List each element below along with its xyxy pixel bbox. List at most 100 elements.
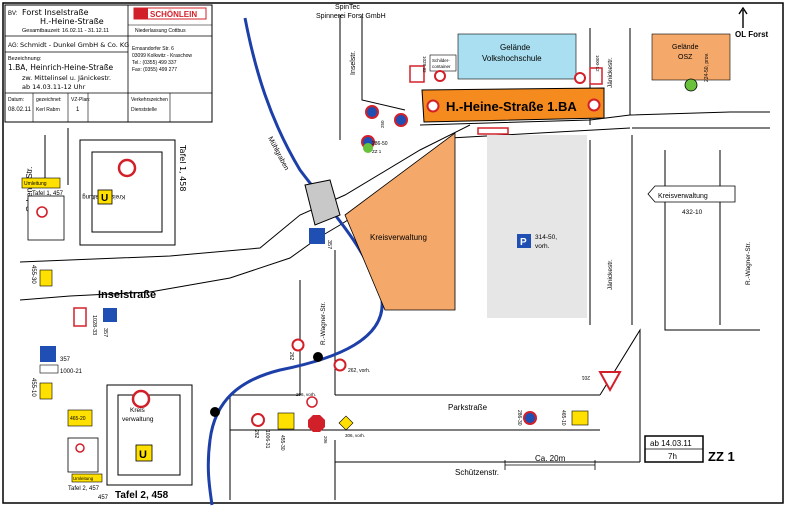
tafel2-u-box	[135, 444, 153, 462]
schilder-container-label-1: Schilder-	[432, 58, 450, 63]
spintec-label: SpinTec	[335, 4, 360, 11]
noparking-1-icon	[291, 338, 305, 352]
parking-area	[487, 135, 587, 318]
num-306-vorh: 306, vorh.	[345, 433, 365, 438]
tafel2-sign: Kreis verwaltung U Tafel 2, 458	[106, 384, 193, 501]
heine-green-marker	[363, 143, 373, 153]
addr-line-2: 03099 Kolkwitz - Kraschow	[132, 53, 192, 59]
right-block-edge	[664, 150, 760, 331]
num-286-30: 286-30	[516, 410, 522, 426]
num-206-vorh: 206, vorh.	[296, 392, 316, 397]
num-250: 250	[380, 120, 385, 128]
gubener-str-label: Gubener Str.	[25, 167, 34, 212]
osz-sign-number: 224-50, prov.	[704, 53, 710, 82]
heine-south-edge	[449, 127, 631, 139]
deadend-sign-2-icon	[40, 346, 56, 362]
num-357-bridge: 357	[326, 240, 332, 249]
inselstr-north-edge	[19, 124, 471, 263]
vhs-area	[457, 33, 577, 80]
num-1028-32: 1028-32	[422, 56, 427, 73]
vhs-label-2: Volkshochschule	[482, 54, 542, 63]
tafel2-457-label: Tafel 2, 457	[68, 486, 100, 492]
inselstrasse-label: Inselstraße	[98, 289, 156, 301]
bez-line-2: zw. Mittelinsel u. Jänickestr.	[22, 74, 111, 82]
tafel1-458-label: Tafel 1, 458	[178, 144, 187, 191]
wagner-link	[629, 111, 770, 116]
heine-banner	[421, 87, 605, 123]
gez-value: Kerl Rabrn	[36, 107, 60, 113]
num-455-30b: 455-30	[279, 435, 285, 451]
vz-value: Dienststelle	[131, 107, 157, 113]
ag-value: Schmidt - Dunkel GmbH & Co. KG	[20, 41, 129, 49]
title-block: BV: Forst Inselstraße H.-Heine-Straße Ge…	[4, 4, 213, 123]
num-286-50: 286-50	[372, 141, 388, 147]
yield-sign-icon	[306, 396, 318, 408]
tafel1-u: U	[101, 193, 108, 204]
kv-road-sign-text: Kreisverwaltung	[658, 193, 708, 200]
parking-icon	[517, 234, 531, 248]
zz1-date: ab 14.03.11	[650, 439, 692, 448]
tafel1-457-label: Tafel 1, 457	[32, 191, 64, 197]
schuetzenstr-label: Schützenstr.	[455, 468, 499, 477]
tafel1-u-box	[97, 189, 113, 205]
barrier-left-icon	[73, 307, 87, 327]
parking-vorh: vorh.	[535, 243, 550, 250]
tafel1-sign: Kreisverwaltung U Tafel 1, 458	[79, 139, 187, 246]
heine-signs: 286-50 ZZ 1 250 1028-32 1000-12	[361, 55, 603, 154]
tafel2-verwaltung: verwaltung	[122, 416, 154, 423]
osz-label-1: Gelände	[672, 44, 699, 51]
spinnerei-label: Spinnerei Forst GmbH	[316, 13, 386, 20]
company-logo-mark	[134, 8, 148, 19]
company-branch: Niederlassung Cottbus	[135, 28, 186, 34]
schilder-container-label-2: container	[432, 64, 451, 69]
muehlgraben-river	[206, 17, 384, 506]
num-465-10: 465-10	[560, 410, 566, 426]
num-262-vorh: 262, vorh.	[348, 368, 370, 374]
kv-road-sign: Kreisverwaltung 432-10	[647, 185, 736, 216]
distance-label: Ca. 20m	[535, 454, 566, 463]
bez-label: Bezeichnung:	[8, 56, 42, 62]
zz1-time: 7h	[668, 452, 677, 461]
tafel2-458-label: Tafel 2, 458	[115, 490, 169, 501]
noparking-heine-2-icon	[394, 113, 408, 127]
inselstr-south-edge	[19, 189, 396, 301]
num-201: 201	[581, 374, 590, 380]
barrier-heine-2-icon	[589, 67, 603, 85]
noentry-park-icon	[251, 413, 265, 427]
num-zz1-small: ZZ 1	[372, 149, 382, 154]
bv-dates: Gesamtbauzeit: 16.02.11 - 31.12.11	[22, 28, 109, 34]
heine-banner-label: H.-Heine-Straße 1.BA	[446, 99, 577, 114]
bv-label: BV:	[8, 11, 18, 17]
yellow-arrow-sign-1	[39, 269, 53, 287]
inselstr-vertical-right	[361, 15, 406, 111]
junction-node-1	[313, 352, 323, 362]
ag-label: AG:	[8, 43, 19, 49]
bridge	[304, 179, 341, 226]
osz-green-marker	[684, 78, 698, 92]
num-465-20: 465-20	[70, 416, 86, 422]
parking-number: 314-50,	[535, 234, 557, 241]
vz-label: Verkehrszeichen	[131, 97, 168, 103]
tafel2-u: U	[139, 449, 147, 461]
park-signs: 262 1006-31 455-30 206 306, vorh. 206, v…	[251, 371, 622, 451]
yellow-detour-sign	[571, 410, 589, 426]
addr-line-3: Tel.: (0355) 499 337	[132, 60, 177, 66]
north-arrow-icon	[738, 6, 748, 28]
bez-line-3: ab 14.03.11-12 Uhr	[22, 83, 86, 91]
wagner-str-right-label: R.-Wagner-Str.	[745, 242, 752, 285]
num-262-b: 262	[253, 430, 259, 439]
plan-label: VZ-Plan:	[71, 97, 90, 103]
umleitung-2: Umleitung	[73, 476, 94, 481]
banner-barrier-right-icon	[587, 98, 601, 112]
company-logo-text: SCHÖNLEIN	[150, 10, 197, 19]
num-357: 357	[102, 328, 108, 337]
addr-line-1: Ernsandorfer Str. 6	[132, 46, 174, 52]
priority-sign-icon	[338, 415, 354, 431]
barrier-heine-south-icon	[477, 127, 509, 135]
tafel2-noentry-icon	[131, 389, 151, 409]
plan-value: 1	[76, 107, 80, 113]
bez-line-1: 1.BA, Heinrich-Heine-Straße	[8, 63, 114, 72]
noparking-2-icon	[333, 358, 347, 372]
num-1000-12: 1000-12	[595, 55, 600, 72]
vhs-label-1: Gelände	[500, 43, 531, 52]
